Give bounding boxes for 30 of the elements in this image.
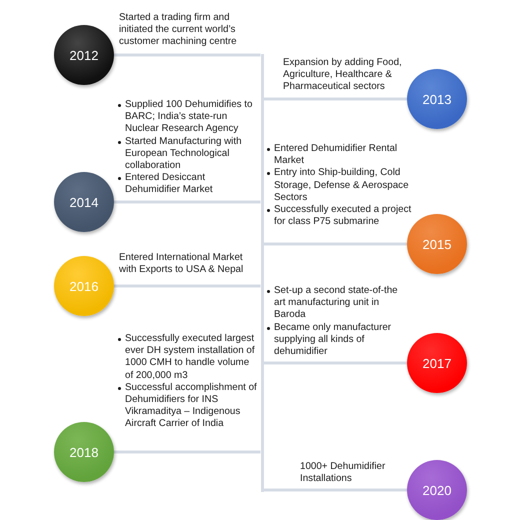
bullet-point: Entered Desiccant Dehumidifier Market — [125, 172, 214, 197]
milestone-description: 1000+ Dehumidifier Installations — [300, 461, 386, 486]
year-circle: 2015 — [407, 214, 467, 274]
milestone-description: Started a trading firm and initiated the current world’s customer machining centre — [119, 12, 238, 49]
branch-line — [264, 488, 407, 492]
milestone-description: Expansion by adding Food, Agriculture, Healthcare & Pharmaceutical sectors — [283, 57, 403, 94]
bullet-point: Successfully executed largest ever DH system installation of 1000 CMH to handle volume of 200,000 m3 — [125, 333, 256, 382]
timeline-bar — [260, 54, 264, 492]
bullet-point: Supplied 100 Dehumidifies to BARC; India’s state-run Nuclear Research Agency — [125, 99, 254, 136]
branch-line — [114, 54, 260, 56]
year-circle: 2016 — [54, 256, 114, 316]
year-circle: 2020 — [407, 460, 467, 520]
branch-line — [264, 242, 407, 246]
branch-line — [264, 98, 407, 100]
bullet-point: Entry into Ship-building, Cold Storage, Defense & Aerospace Sectors — [274, 167, 410, 204]
milestone-description: Entered International Market with Exports to USA & Nepal — [119, 252, 244, 276]
branch-line — [114, 284, 260, 288]
bullet-point: Started Manufacturing with European Technological collaboration — [125, 136, 243, 172]
branch-line — [114, 200, 260, 204]
bullet-point: Entered Dehumidifier Rental Market — [274, 143, 398, 168]
branch-line — [264, 362, 407, 364]
bullet-point: Successful accomplishment of Dehumidifiers for INS Vikramaditya – Indigenous Aircraft Carrier of India — [125, 382, 258, 431]
bullet-point: Set-up a second state-of-the art manufacturing unit in Baroda — [274, 285, 399, 322]
branch-line — [114, 450, 260, 454]
year-circle: 2014 — [54, 172, 114, 232]
year-circle: 2018 — [54, 422, 114, 482]
year-circle: 2013 — [407, 69, 467, 129]
year-circle: 2017 — [407, 333, 467, 393]
bullet-point: Became only manufacturer supplying all kinds of dehumidifier — [274, 322, 392, 358]
year-circle: 2012 — [54, 25, 114, 85]
